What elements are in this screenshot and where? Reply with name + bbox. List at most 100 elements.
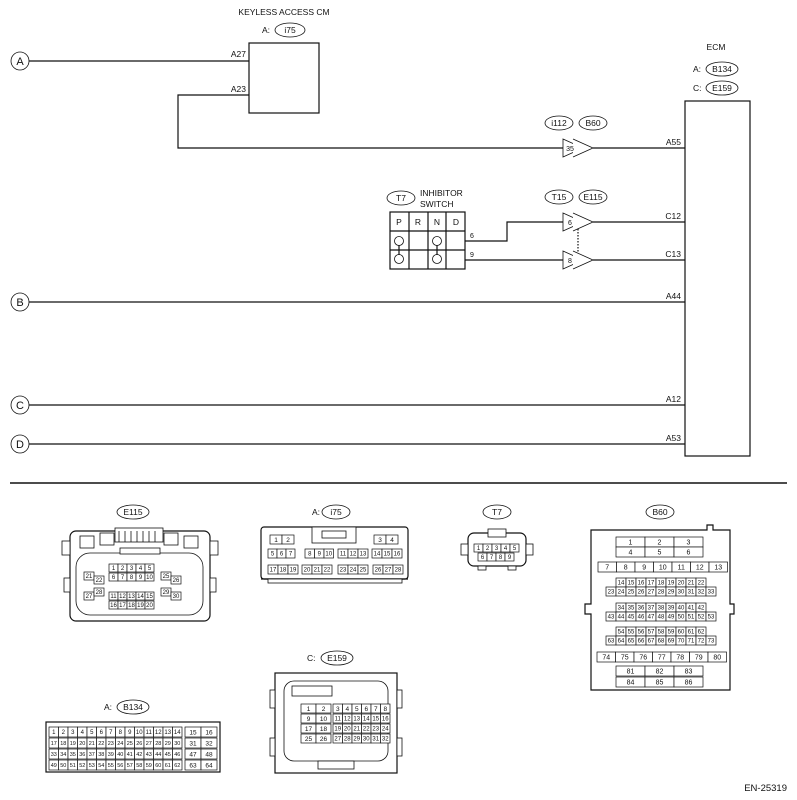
pin-number: 9 bbox=[318, 552, 322, 558]
pin-number: 31 bbox=[688, 590, 695, 596]
pin-number: 3 bbox=[687, 540, 691, 547]
pin-number: 27 bbox=[146, 741, 152, 747]
pin-number: 61 bbox=[165, 763, 171, 769]
pin-number: 82 bbox=[656, 669, 664, 676]
pin-number: 85 bbox=[656, 680, 664, 687]
inhibitor-conn-oval bbox=[386, 190, 416, 206]
pin-number: 7 bbox=[374, 706, 378, 713]
i75-label-oval bbox=[321, 504, 351, 520]
pin-number: 12 bbox=[350, 552, 357, 558]
pin-number: 71 bbox=[688, 639, 695, 645]
pin-number: 1 bbox=[477, 546, 481, 552]
pin-number: 26 bbox=[136, 741, 142, 747]
pin-number: 4 bbox=[390, 537, 394, 544]
pin-number: 14 bbox=[174, 730, 181, 736]
pin-number: 48 bbox=[205, 751, 213, 758]
pin-cell bbox=[391, 548, 403, 559]
ecm-title: ECM bbox=[707, 42, 726, 52]
pin-number: 16 bbox=[110, 603, 117, 609]
pin-number: 23 bbox=[372, 727, 379, 733]
pin-number: 16 bbox=[382, 717, 389, 723]
pin-cell bbox=[200, 737, 218, 749]
pin-number: 8 bbox=[308, 552, 312, 558]
pin-number: 8 bbox=[383, 706, 387, 713]
inhibitor-pos-d: D bbox=[453, 217, 459, 227]
pin-number: 35 bbox=[70, 752, 76, 758]
pin-number: 12 bbox=[344, 717, 351, 723]
pin-number: 59 bbox=[146, 763, 152, 769]
pin-c13: C13 bbox=[665, 249, 681, 259]
pin-number: 10 bbox=[320, 716, 328, 723]
pin-c12: C12 bbox=[665, 211, 681, 221]
j1-conn-1: i112 bbox=[551, 118, 567, 128]
pin-number: 45 bbox=[165, 752, 171, 758]
pin-cell bbox=[392, 564, 404, 575]
marker-a-label: A bbox=[16, 56, 24, 68]
pin-cell bbox=[144, 591, 155, 601]
pin-number: 25 bbox=[127, 741, 133, 747]
pin-number: 32 bbox=[205, 740, 213, 747]
pin-number: 27 bbox=[385, 568, 392, 574]
pin-cell bbox=[357, 548, 369, 559]
pin-cell bbox=[323, 548, 334, 559]
inhibitor-pos-r: R bbox=[415, 217, 421, 227]
pin-number: 3 bbox=[378, 537, 382, 544]
inh-pin-9: 9 bbox=[470, 252, 474, 259]
pin-number: 14 bbox=[363, 717, 370, 723]
pin-number: 1 bbox=[307, 706, 311, 713]
pin-cell bbox=[200, 748, 218, 760]
pin-number: 15 bbox=[628, 581, 635, 587]
pin-number: 46 bbox=[638, 615, 645, 621]
pin-a27: A27 bbox=[231, 49, 246, 59]
pin-number: 33 bbox=[51, 752, 57, 758]
pin-number: 17 bbox=[648, 581, 655, 587]
pin-number: 21 bbox=[314, 568, 321, 574]
pin-number: 48 bbox=[658, 615, 665, 621]
pin-number: 76 bbox=[639, 655, 647, 662]
pin-number: 10 bbox=[146, 575, 153, 581]
pin-number: 23 bbox=[340, 568, 347, 574]
pin-number: 15 bbox=[372, 717, 379, 723]
pin-cell bbox=[172, 726, 183, 738]
pin-number: 20 bbox=[344, 727, 351, 733]
pin-number: 25 bbox=[360, 568, 367, 574]
pin-cell bbox=[315, 723, 332, 734]
pin-number: 22 bbox=[363, 727, 370, 733]
t7-label-oval bbox=[482, 504, 512, 520]
pin-number: 28 bbox=[658, 590, 665, 596]
pin-cell bbox=[200, 726, 218, 738]
pin-number: 58 bbox=[658, 630, 665, 636]
pin-number: 4 bbox=[345, 706, 349, 713]
pin-number: 16 bbox=[638, 581, 645, 587]
pin-number: 32 bbox=[382, 737, 389, 743]
pin-cell bbox=[172, 748, 183, 760]
pin-number: 21 bbox=[86, 574, 93, 580]
pin-number: 52 bbox=[698, 615, 705, 621]
pin-cell bbox=[321, 564, 333, 575]
pin-number: 19 bbox=[137, 603, 144, 609]
pin-cell bbox=[705, 586, 717, 597]
pin-number: 33 bbox=[708, 590, 715, 596]
pin-number: 21 bbox=[89, 741, 95, 747]
j2-conn-1: T15 bbox=[552, 192, 567, 202]
pin-number: 30 bbox=[173, 594, 180, 600]
j2-conn-2-oval bbox=[578, 189, 608, 205]
pin-number: 7 bbox=[605, 565, 609, 572]
pin-number: 68 bbox=[658, 639, 665, 645]
pin-number: 1 bbox=[112, 566, 116, 572]
inhibitor-conn: T7 bbox=[396, 193, 406, 203]
pin-number: 37 bbox=[648, 606, 655, 612]
pin-number: 39 bbox=[668, 606, 675, 612]
ecm-conn-c: E159 bbox=[712, 83, 732, 93]
inh-pin-6: 6 bbox=[470, 233, 474, 240]
pin-cell bbox=[315, 703, 332, 714]
pin-number: 81 bbox=[627, 669, 635, 676]
pin-cell bbox=[170, 591, 182, 601]
pin-number: 29 bbox=[668, 590, 675, 596]
pin-number: 61 bbox=[688, 630, 695, 636]
i75-label: i75 bbox=[330, 507, 342, 517]
pin-number: 14 bbox=[618, 581, 625, 587]
pin-number: 36 bbox=[638, 606, 645, 612]
